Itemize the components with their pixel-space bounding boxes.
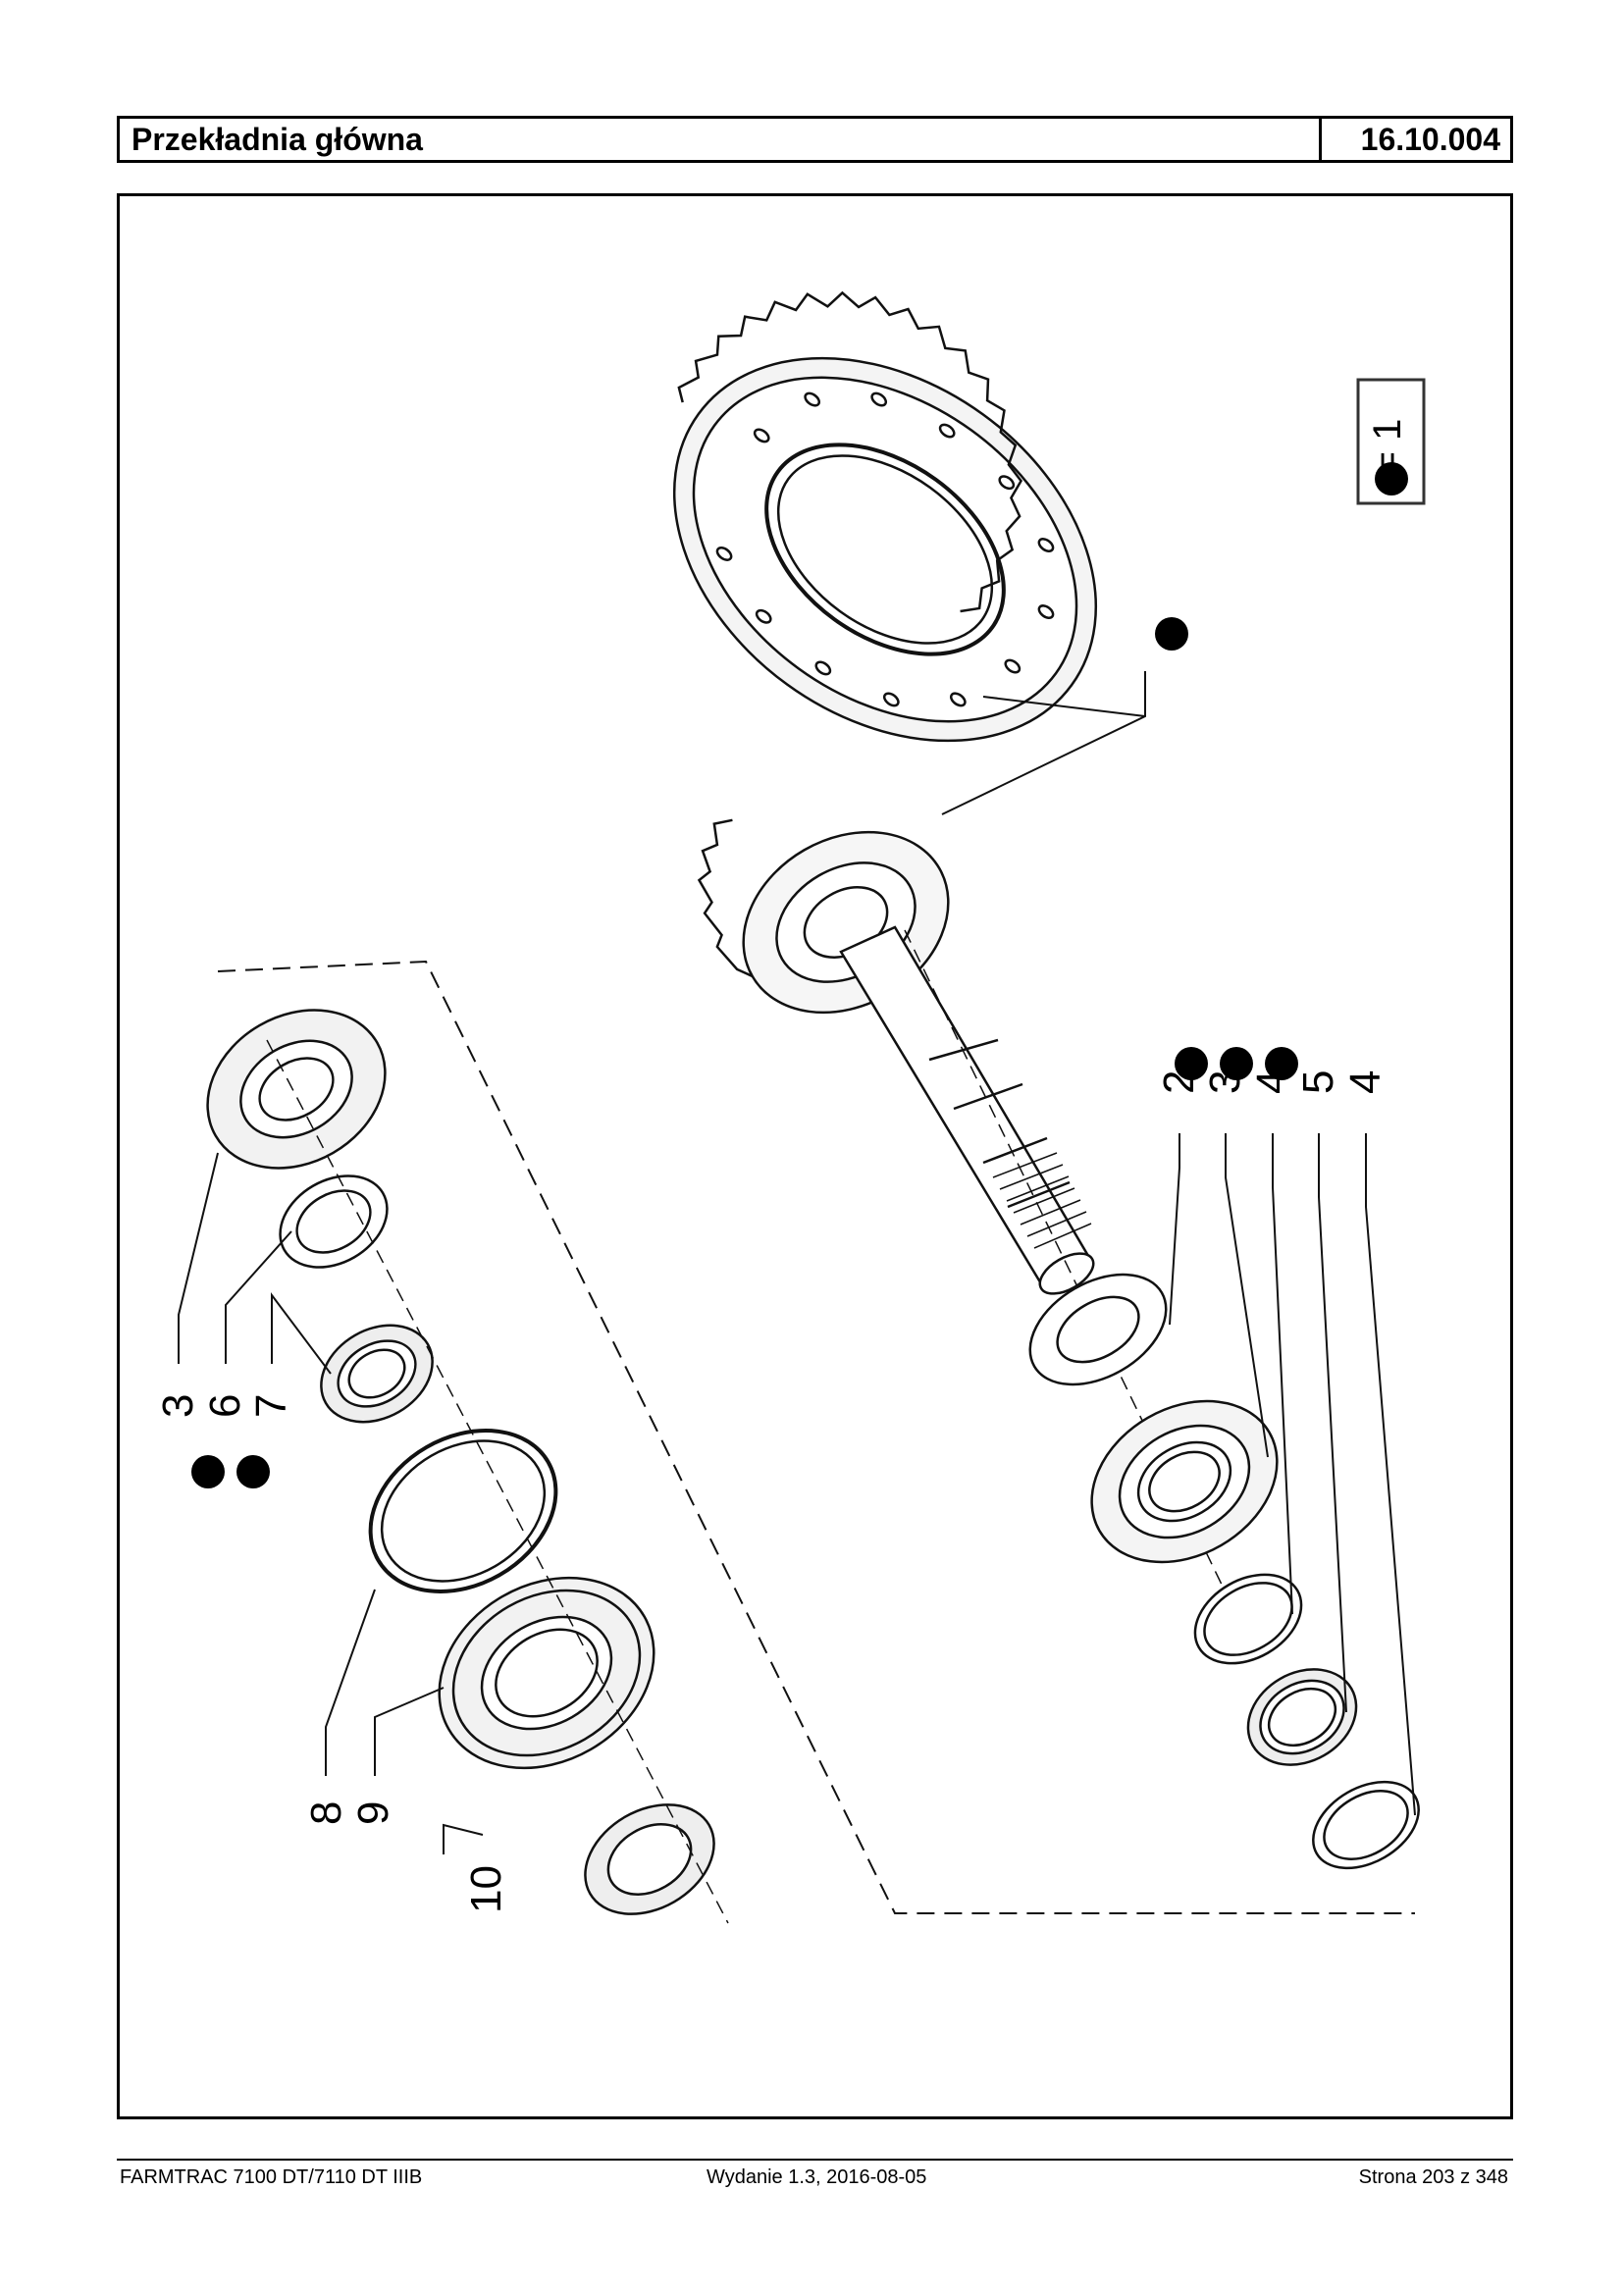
- pinion-shaft: [697, 818, 1239, 1620]
- callout-7: 7: [247, 1394, 295, 1418]
- housing-9: [438, 1576, 655, 1770]
- callout-10: 10: [462, 1865, 510, 1913]
- crown-wheel: [672, 290, 1098, 743]
- footer-page-number: Strona 203 z 348: [1358, 2166, 1508, 2188]
- footer-edition: Wydanie 1.3, 2016-08-05: [707, 2166, 927, 2188]
- marker-dot-icon: [1155, 617, 1188, 651]
- marker-dot-icon: [1175, 1047, 1208, 1080]
- legend-text: = 1: [1366, 419, 1409, 475]
- bearing-3-left: [206, 1009, 387, 1170]
- callout-3-left: 3: [154, 1394, 202, 1418]
- marker-dot-icon: [236, 1455, 270, 1488]
- callout-8: 8: [302, 1801, 350, 1825]
- footer-model: FARMTRAC 7100 DT/7110 DT IIIB: [120, 2166, 423, 2188]
- nut-7: [320, 1324, 434, 1424]
- page-title: Przekładnia główna: [131, 121, 423, 157]
- ring-4-lower: [1312, 1780, 1420, 1870]
- page-header: Przekładnia główna 16.10.004: [117, 116, 1513, 163]
- section-code: 16.10.004: [1319, 119, 1510, 160]
- marker-dot-icon: [1220, 1047, 1253, 1080]
- legend-dot-icon: [1375, 462, 1408, 496]
- bearing-3-right: [1090, 1399, 1279, 1564]
- diagram-frame: = 1: [117, 193, 1513, 2119]
- legend-box: = 1: [1356, 378, 1426, 505]
- lock-washer-6: [279, 1174, 389, 1269]
- callout-5: 5: [1294, 1070, 1342, 1094]
- bush-5: [1246, 1668, 1358, 1766]
- exploded-parts-diagram: = 1: [154, 290, 1426, 1924]
- footer-divider: [117, 2159, 1513, 2161]
- marker-dot-icon: [1265, 1047, 1298, 1080]
- callout-4-right-b: 4: [1341, 1070, 1389, 1094]
- ring-4-upper: [1193, 1573, 1303, 1665]
- shim-washer-2: [1028, 1273, 1168, 1386]
- callout-9: 9: [349, 1801, 397, 1825]
- callout-6: 6: [201, 1394, 249, 1418]
- seal-10: [584, 1803, 715, 1915]
- marker-dot-icon: [191, 1455, 225, 1488]
